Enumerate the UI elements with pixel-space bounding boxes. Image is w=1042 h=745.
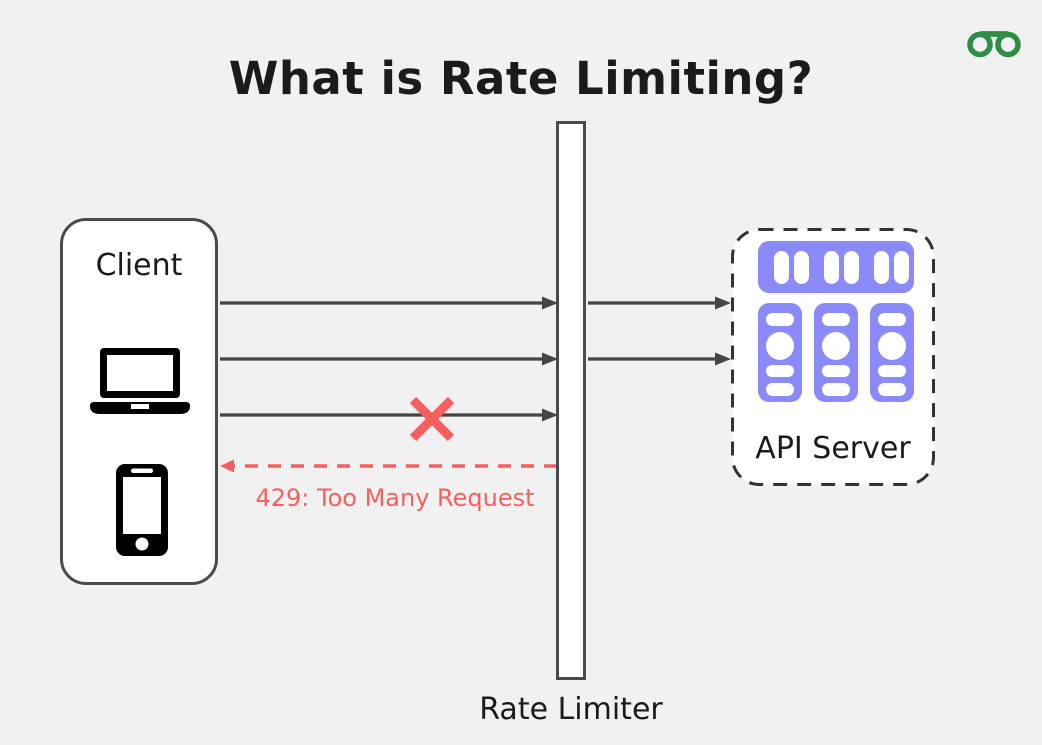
blocked-request-x-icon [409,396,455,442]
rejection-label: 429: Too Many Request [255,484,535,512]
page-title: What is Rate Limiting? [228,52,814,106]
rejection-arrow [220,459,557,473]
request-arrow-2 [220,352,558,366]
server-rack-icon [758,241,914,402]
laptop-icon [90,348,190,414]
smartphone-icon [116,464,168,556]
client-label: Client [95,248,183,283]
geeksforgeeks-logo [967,31,1021,58]
forward-arrow-1 [588,296,731,310]
forward-arrow-2 [588,352,731,366]
api-server-label: API Server [755,431,911,466]
rate-limiter-bar [556,121,586,680]
request-arrow-3-blocked [220,408,558,422]
request-arrow-1 [220,296,558,310]
rate-limiter-label: Rate Limiter [479,692,663,727]
